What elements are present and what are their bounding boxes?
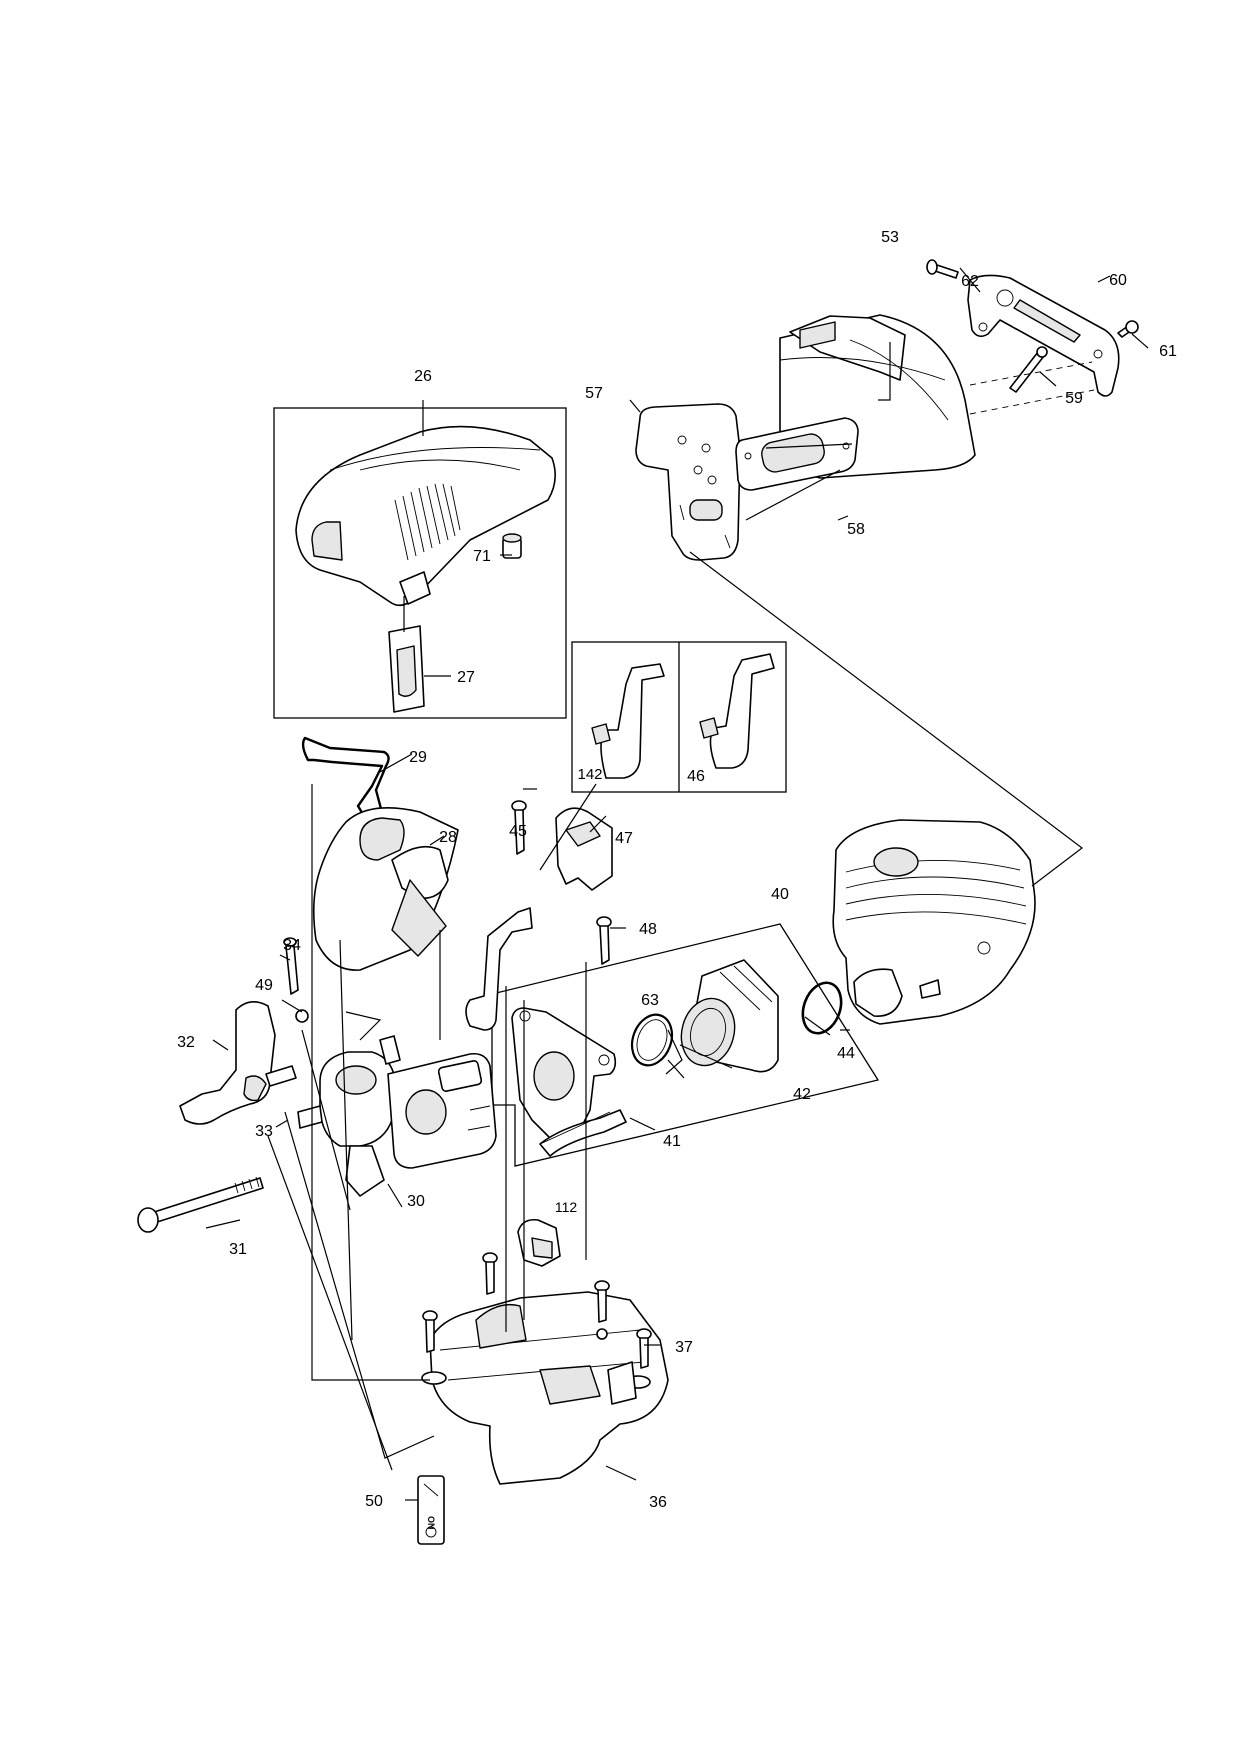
label-33: 33 (255, 1123, 273, 1140)
screw-34 (283, 937, 299, 995)
label-142: 142 (577, 766, 602, 783)
label-31: 31 (229, 1241, 247, 1258)
label-37: 37 (675, 1339, 693, 1356)
part-labels: 26 71 27 53 62 60 61 59 57 58 142 46 29 … (177, 229, 1177, 1511)
label-61: 61 (1159, 343, 1177, 360)
label-46: 46 (687, 768, 705, 785)
insulator-block (511, 1007, 617, 1139)
label-48: 48 (639, 921, 657, 938)
choke-link-33 (265, 1065, 297, 1087)
clip-27 (388, 625, 425, 713)
bolt-59 (1009, 346, 1048, 393)
sticker-on-text: ON (426, 1516, 436, 1530)
screw-37-c (594, 1280, 610, 1340)
label-29: 29 (409, 749, 427, 766)
cylinder (832, 819, 1036, 1025)
clamp-112 (517, 1218, 561, 1267)
label-41: 41 (663, 1133, 681, 1150)
label-50: 50 (365, 1493, 383, 1510)
intake-30 (297, 1051, 396, 1197)
label-27: 27 (457, 669, 475, 686)
bracket-45-part (465, 907, 533, 1031)
label-32: 32 (177, 1034, 195, 1051)
label-28: 28 (439, 829, 457, 846)
label-34: 34 (283, 937, 301, 954)
gasket-58 (735, 417, 859, 491)
leader-dashed-muffler (969, 361, 1095, 415)
base-36 (421, 1291, 669, 1485)
screw-62 (926, 259, 959, 279)
bracket-46 (699, 653, 775, 769)
screw-37-a (422, 1310, 438, 1353)
label-58: 58 (847, 521, 865, 538)
heat-shield-57 (635, 403, 741, 561)
lever-32 (179, 1001, 276, 1125)
label-44: 44 (837, 1045, 855, 1062)
filter-housing-28 (312, 806, 459, 971)
label-42: 42 (793, 1086, 811, 1103)
leader-lines (205, 267, 1149, 1501)
bracket-60 (967, 274, 1120, 397)
plug-71 (502, 533, 522, 559)
label-57: 57 (585, 385, 603, 402)
circlip-44 (801, 981, 843, 1035)
screw-48 (596, 916, 612, 965)
ring-63 (630, 1013, 674, 1067)
screw-61 (1117, 320, 1139, 338)
hose-41 (539, 1109, 627, 1157)
label-30: 30 (407, 1193, 425, 1210)
intake-manifold-42 (680, 959, 779, 1073)
top-cover-26 (295, 425, 556, 607)
screw-45 (511, 800, 527, 855)
label-63: 63 (641, 992, 659, 1009)
label-59: 59 (1065, 390, 1083, 407)
screw-37-b (482, 1252, 498, 1295)
label-53: 53 (881, 229, 899, 246)
label-45: 45 (509, 823, 527, 840)
bolt-31 (137, 1176, 264, 1233)
label-112: 112 (555, 1199, 578, 1215)
label-36: 36 (649, 1494, 667, 1511)
switch-sticker-50: ON (417, 1475, 445, 1545)
label-47: 47 (615, 830, 633, 847)
label-49: 49 (255, 977, 273, 994)
washer-49 (295, 1009, 309, 1023)
bracket-142 (591, 663, 665, 779)
label-60: 60 (1109, 272, 1127, 289)
kit-box-air-filter-cover (273, 407, 567, 719)
leader-muffler-to-shield (745, 443, 853, 521)
label-62: 62 (961, 273, 979, 290)
carburetor (379, 1035, 497, 1169)
retainer-47 (555, 807, 613, 891)
label-71: 71 (473, 548, 491, 565)
label-26: 26 (414, 368, 432, 385)
label-40: 40 (771, 886, 789, 903)
